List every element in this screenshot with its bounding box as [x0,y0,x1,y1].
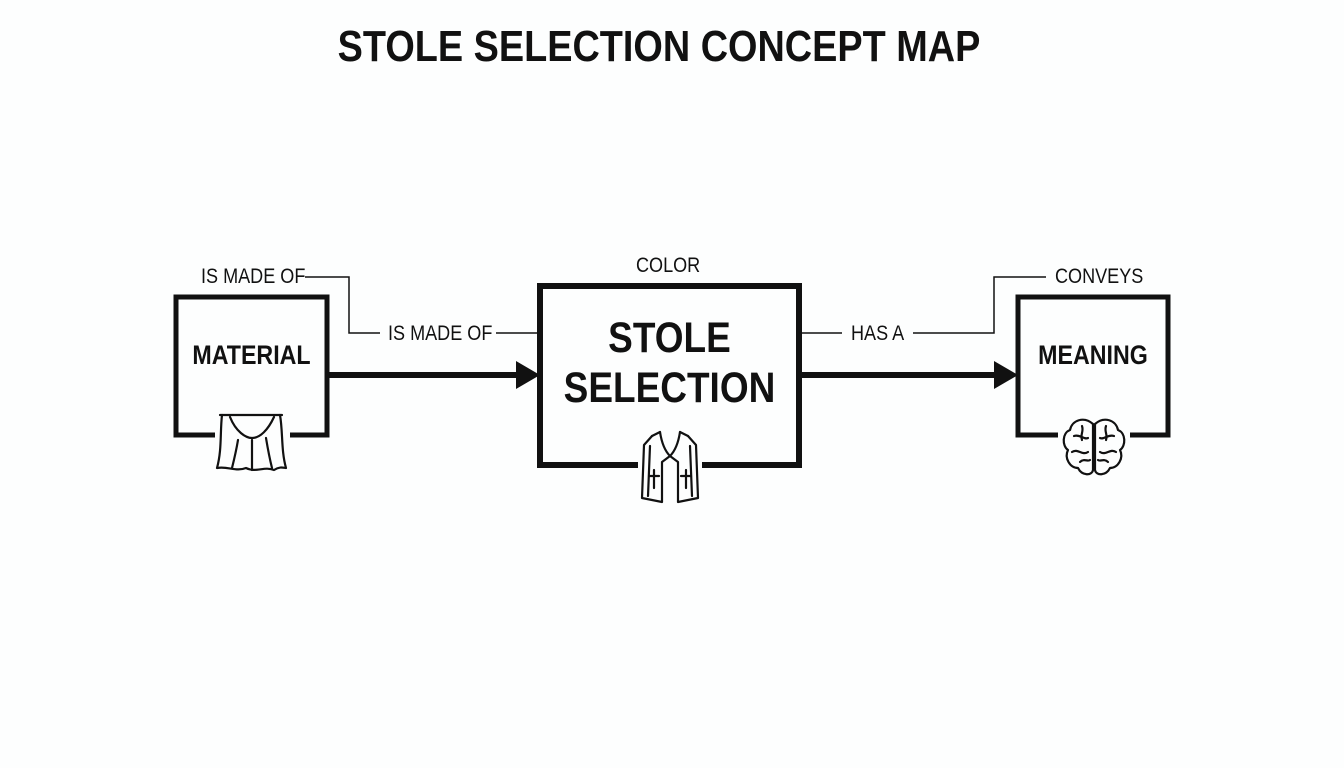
stole-selection-node-label-line1: STOLE [608,314,731,362]
stole-selection-node-label-line2: SELECTION [563,364,776,412]
arrowhead-material-to-stole [516,361,540,389]
brain-icon [1062,418,1126,476]
leader-line-material [305,276,380,334]
link-label-material-to-stole: IS MADE OF [388,322,493,345]
link-label-meaning-top: CONVEYS [1055,265,1144,288]
stole-selection-node-box [537,283,802,468]
material-node-label: MATERIAL [192,340,311,370]
meaning-node-label: MEANING [1038,340,1148,370]
material-node-box [173,294,330,438]
link-label-material-top: IS MADE OF [201,265,306,288]
meaning-node-box [1015,294,1171,438]
arrowhead-stole-to-meaning [994,361,1018,389]
link-label-stole-to-meaning: HAS A [851,322,905,345]
page-title: STOLE SELECTION CONCEPT MAP [337,22,981,71]
clergy-stole-icon [640,430,700,504]
fabric-drape-icon [215,413,288,472]
link-label-stole-top: COLOR [636,254,701,277]
leader-line-meaning [913,276,1046,334]
